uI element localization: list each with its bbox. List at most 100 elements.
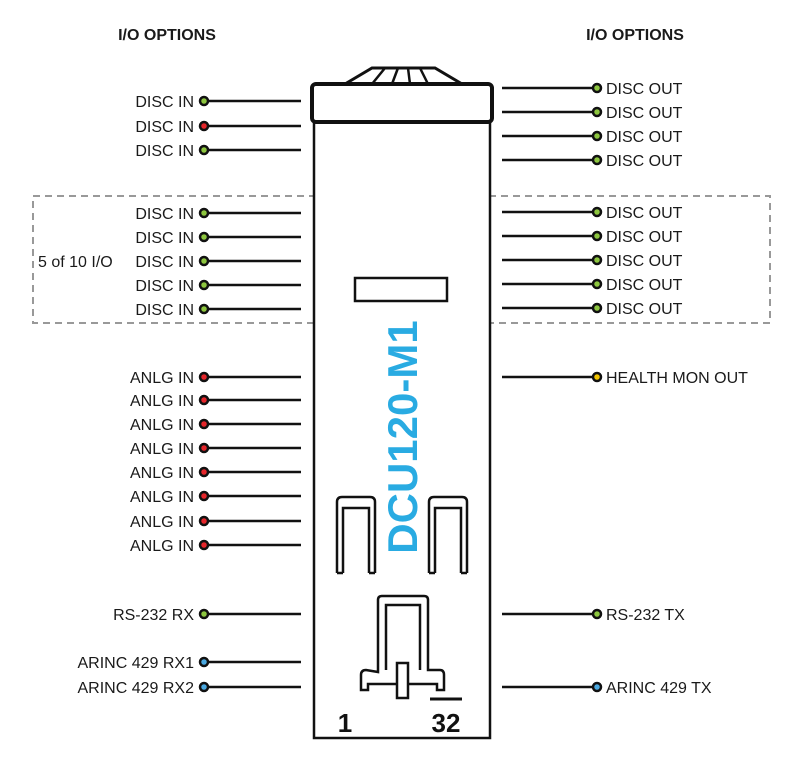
input-label: ANLG IN xyxy=(130,370,194,387)
input-row: ARINC 429 RX2 xyxy=(78,680,301,697)
device-body: 1 32 DCU120-M1 xyxy=(310,66,494,740)
output-label: DISC OUT xyxy=(606,301,683,318)
connection-dot-icon xyxy=(198,681,210,693)
output-signals: DISC OUT DISC OUT DISC OUT DISC OUT DISC OUT… xyxy=(502,81,748,697)
connection-dot-icon xyxy=(591,371,603,383)
latch-pin xyxy=(395,661,410,700)
output-row: DISC OUT xyxy=(502,205,683,222)
output-row: RS-232 TX xyxy=(502,607,685,624)
connection-dot-icon xyxy=(198,279,210,291)
connection-dot-icon xyxy=(591,230,603,242)
connection-dot-icon xyxy=(198,231,210,243)
input-row: ANLG IN xyxy=(130,393,301,410)
output-row: DISC OUT xyxy=(502,153,683,170)
input-label: DISC IN xyxy=(135,254,194,271)
connection-dot-icon xyxy=(591,106,603,118)
output-label: DISC OUT xyxy=(606,253,683,270)
input-label: ANLG IN xyxy=(130,393,194,410)
pin-first-label: 1 xyxy=(338,708,352,738)
connection-dot-icon xyxy=(198,120,210,132)
connection-dot-icon xyxy=(198,539,210,551)
input-label: DISC IN xyxy=(135,143,194,160)
input-label: DISC IN xyxy=(135,278,194,295)
connection-dot-icon xyxy=(591,130,603,142)
connection-dot-icon xyxy=(198,515,210,527)
output-row: DISC OUT xyxy=(502,129,683,146)
connection-dot-icon xyxy=(198,608,210,620)
device-title: DCU120-M1 xyxy=(379,320,426,553)
connection-dot-icon xyxy=(198,394,210,406)
input-row: DISC IN xyxy=(135,206,301,223)
output-row: DISC OUT xyxy=(502,301,683,318)
connection-dot-icon xyxy=(591,154,603,166)
connection-dot-icon xyxy=(198,95,210,107)
input-row: ANLG IN xyxy=(130,370,301,387)
input-label: ANLG IN xyxy=(130,489,194,506)
connection-dot-icon xyxy=(591,681,603,693)
connection-dot-icon xyxy=(198,207,210,219)
output-label: HEALTH MON OUT xyxy=(606,370,748,387)
input-row: ANLG IN xyxy=(130,489,301,506)
output-label: DISC OUT xyxy=(606,105,683,122)
input-label: ANLG IN xyxy=(130,538,194,555)
connection-dot-icon xyxy=(591,254,603,266)
input-label: ANLG IN xyxy=(130,417,194,434)
connection-dot-icon xyxy=(591,608,603,620)
input-row: DISC IN xyxy=(135,278,301,295)
connection-dot-icon xyxy=(198,144,210,156)
input-label: DISC IN xyxy=(135,206,194,223)
input-row: ANLG IN xyxy=(130,514,301,531)
connection-dot-icon xyxy=(198,418,210,430)
output-row: DISC OUT xyxy=(502,277,683,294)
output-label: DISC OUT xyxy=(606,81,683,98)
connection-dot-icon xyxy=(591,206,603,218)
input-row: RS-232 RX xyxy=(113,607,301,624)
output-row: DISC OUT xyxy=(502,229,683,246)
clip-left xyxy=(335,495,377,575)
connection-dot-icon xyxy=(591,278,603,290)
mounting-clips xyxy=(335,495,469,700)
connector-ribs xyxy=(371,67,430,85)
input-label: DISC IN xyxy=(135,119,194,136)
input-label: DISC IN xyxy=(135,302,194,319)
input-row: ANLG IN xyxy=(130,465,301,482)
input-row: DISC IN xyxy=(135,94,301,111)
right-header: I/O OPTIONS xyxy=(586,27,684,44)
output-label: RS-232 TX xyxy=(606,607,685,624)
input-row: ANLG IN xyxy=(130,417,301,434)
device-cap xyxy=(310,82,494,124)
input-row: DISC IN xyxy=(135,143,301,160)
output-row: DISC OUT xyxy=(502,81,683,98)
optional-group-label: 5 of 10 I/O xyxy=(38,254,113,271)
output-row: HEALTH MON OUT xyxy=(502,370,748,387)
input-label: ANLG IN xyxy=(130,441,194,458)
input-row: DISC IN xyxy=(135,230,301,247)
connection-dot-icon xyxy=(591,82,603,94)
input-signals: DISC IN DISC IN DISC IN DISC IN DISC IN DISC … xyxy=(78,94,301,697)
connection-dot-icon xyxy=(591,302,603,314)
connection-dot-icon xyxy=(198,442,210,454)
output-label: ARINC 429 TX xyxy=(606,680,712,697)
connection-dot-icon xyxy=(198,303,210,315)
input-row: ARINC 429 RX1 xyxy=(78,655,301,672)
input-label: ANLG IN xyxy=(130,514,194,531)
input-label: ARINC 429 RX1 xyxy=(78,655,195,672)
input-label: ANLG IN xyxy=(130,465,194,482)
connection-dot-icon xyxy=(198,490,210,502)
input-row: DISC IN xyxy=(135,119,301,136)
input-label: ARINC 429 RX2 xyxy=(78,680,195,697)
output-label: DISC OUT xyxy=(606,153,683,170)
connection-dot-icon xyxy=(198,371,210,383)
input-label: DISC IN xyxy=(135,230,194,247)
input-row: DISC IN xyxy=(135,254,301,271)
top-connector xyxy=(339,66,468,86)
output-label: DISC OUT xyxy=(606,277,683,294)
connection-dot-icon xyxy=(198,466,210,478)
clip-right xyxy=(427,495,469,575)
left-header: I/O OPTIONS xyxy=(118,27,216,44)
output-label: DISC OUT xyxy=(606,205,683,222)
label-window xyxy=(353,276,449,303)
input-label: RS-232 RX xyxy=(113,607,194,624)
input-row: ANLG IN xyxy=(130,441,301,458)
